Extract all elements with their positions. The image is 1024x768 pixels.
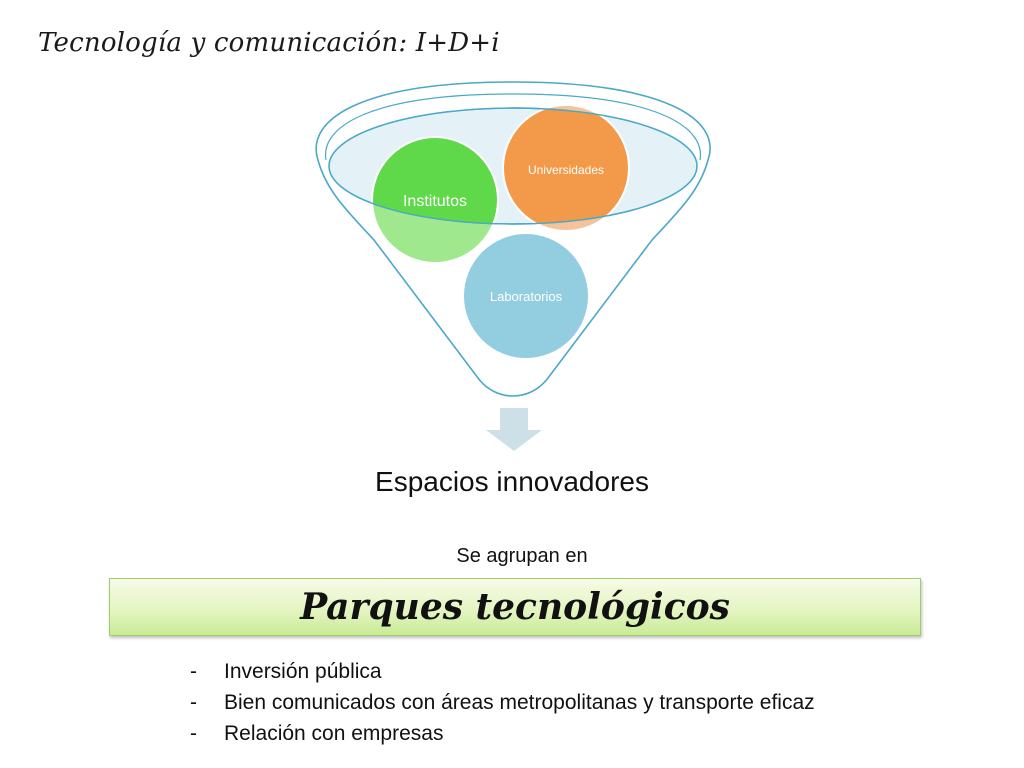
circle-institutos-border <box>371 136 499 264</box>
list-item: - Bien comunicados con áreas metropolita… <box>190 687 815 718</box>
down-arrow-icon <box>486 408 542 451</box>
circle-laboratorios-border <box>462 232 590 360</box>
list-item: - Relación con empresas <box>190 718 815 749</box>
circle-laboratorios <box>463 233 589 359</box>
funnel-rim-line <box>324 93 702 161</box>
dash-bullet-icon: - <box>190 660 197 683</box>
dash-bullet-icon: - <box>190 691 197 714</box>
dash-bullet-icon: - <box>190 722 197 745</box>
circle-label-universidades: Universidades <box>528 163 604 177</box>
feature-list: - Inversión pública - Bien comunicados c… <box>190 656 815 749</box>
funnel-diagram: Institutos Universidades Laboratorios <box>315 81 711 451</box>
result-label: Espacios innovadores <box>375 466 649 497</box>
list-item-text: Bien comunicados con áreas metropolitana… <box>224 691 815 714</box>
funnel-mouth-outline <box>328 107 698 225</box>
banner-text: Parques tecnológicos <box>300 586 730 628</box>
banner: Parques tecnológicos <box>109 578 921 636</box>
circle-universidades-border <box>502 104 630 232</box>
slide-title: Tecnología y comunicación: I+D+i <box>38 28 500 58</box>
circle-label-laboratorios: Laboratorios <box>490 289 563 304</box>
circle-institutos <box>372 137 498 224</box>
connector-text: Se agrupan en <box>456 545 588 567</box>
circle-universidades <box>503 108 629 224</box>
list-item: - Inversión pública <box>190 656 815 687</box>
circle-label-institutos: Institutos <box>403 193 467 210</box>
list-item-text: Inversión pública <box>224 660 382 683</box>
list-item-text: Relación con empresas <box>224 722 444 745</box>
